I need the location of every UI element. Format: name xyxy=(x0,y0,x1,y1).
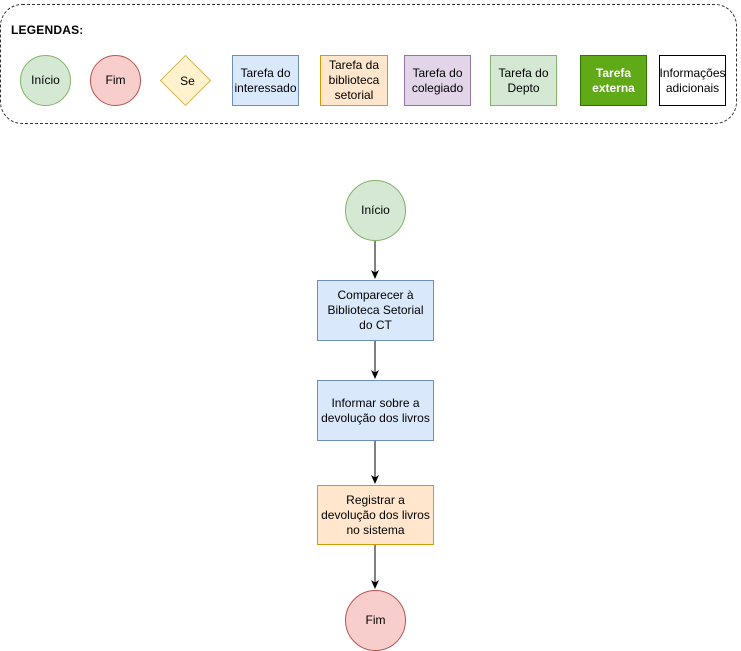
flow-step-informar-label: Informar sobre a devolução dos livros xyxy=(321,395,430,425)
legend-start-node: Início xyxy=(20,55,71,106)
legend-task-interessado: Tarefa do interessado xyxy=(232,55,299,106)
legend-task-colegiado: Tarefa do colegiado xyxy=(404,55,471,106)
flow-end-node: Fim xyxy=(345,590,406,651)
legend-decision-label: Se xyxy=(180,73,195,88)
flow-step-informar: Informar sobre a devolução dos livros xyxy=(317,380,434,441)
legend-task-depto-label: Tarefa do Depto xyxy=(498,65,549,95)
legend-task-biblioteca: Tarefa da biblioteca setorial xyxy=(320,55,388,106)
legend-end-node: Fim xyxy=(90,55,141,106)
flow-step-registrar-label: Registrar a devolução dos livros no sist… xyxy=(321,492,430,537)
flow-step-comparecer: Comparecer à Biblioteca Setorial do CT xyxy=(317,280,434,341)
legend-panel xyxy=(0,4,737,124)
decision-diamond-shape xyxy=(160,55,211,106)
legend-end-label: Fim xyxy=(105,73,126,87)
legend-task-externa: Tarefa externa xyxy=(580,55,647,106)
legend-task-externa-label: Tarefa externa xyxy=(592,65,635,95)
legend-info-box: Informações adicionais xyxy=(659,55,726,106)
legend-start-label: Início xyxy=(31,73,60,87)
flow-step-comparecer-label: Comparecer à Biblioteca Setorial do CT xyxy=(327,288,424,332)
legend-title: LEGENDAS: xyxy=(11,23,84,37)
flow-start-label: Início xyxy=(361,203,390,217)
legend-task-depto: Tarefa do Depto xyxy=(490,55,557,106)
legend-task-interessado-label: Tarefa do interessado xyxy=(234,65,297,95)
flow-start-node: Início xyxy=(345,180,406,241)
flow-end-label: Fim xyxy=(365,613,386,627)
legend-task-colegiado-label: Tarefa do colegiado xyxy=(411,65,464,95)
legend-decision-node: Se xyxy=(160,55,211,106)
legend-info-label: Informações adicionais xyxy=(659,65,726,95)
flow-step-registrar: Registrar a devolução dos livros no sist… xyxy=(317,485,434,545)
legend-task-biblioteca-label: Tarefa da biblioteca setorial xyxy=(328,58,380,102)
